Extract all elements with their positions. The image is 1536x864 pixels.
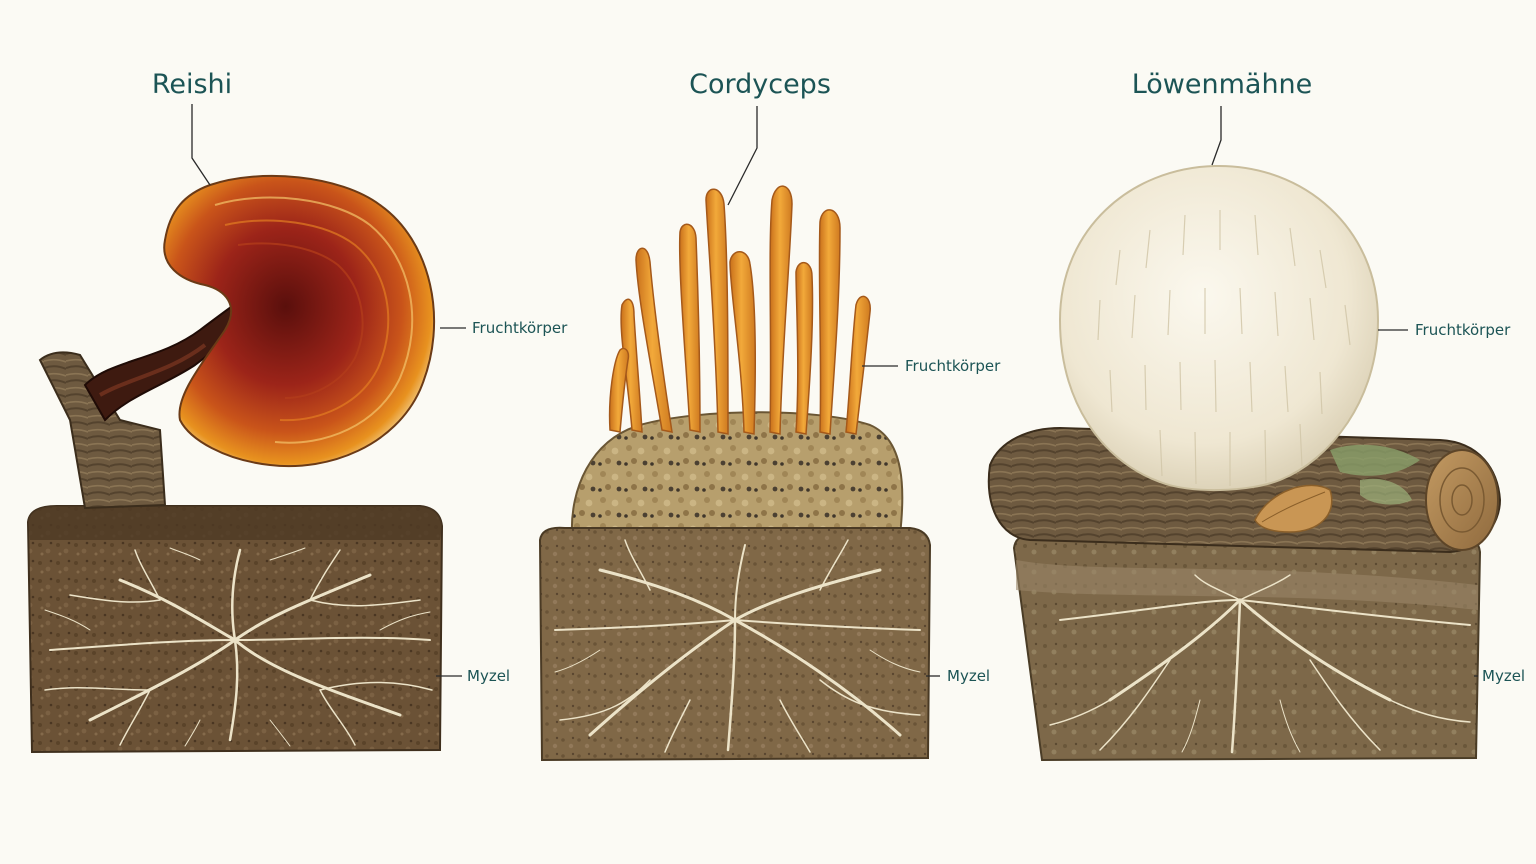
lions-mane-fruit-label: Fruchtkörper: [1415, 321, 1511, 339]
dry-leaf: [1254, 484, 1333, 533]
cordyceps-title: Cordyceps: [689, 69, 831, 100]
mycelium-network: [554, 539, 921, 753]
fallen-log: [987, 426, 1502, 554]
cordyceps-fruit-label: Fruchtkörper: [905, 357, 1001, 375]
grain-mound: [570, 411, 904, 536]
reishi-fruit-label: Fruchtkörper: [472, 319, 568, 337]
lions-mane-title-leader: [1211, 106, 1222, 166]
soil-block: [26, 504, 444, 754]
panel-reishi: Reishi Fruchtkörper Myzel: [26, 69, 568, 754]
panel-cordyceps: Cordyceps Fruchtkörper Myzel: [538, 69, 1001, 762]
lions-mane-fruiting-body: [1058, 164, 1380, 491]
reishi-title-leader: [191, 104, 211, 186]
cordyceps-mycel-label: Myzel: [947, 667, 990, 685]
panel-lions-mane: Löwenmähne Fruchtkörper Myzel: [987, 69, 1525, 762]
soil-block: [1012, 532, 1482, 762]
lions-mane-title: Löwenmähne: [1132, 69, 1313, 100]
reishi-cap: [163, 174, 436, 467]
reishi-title: Reishi: [152, 69, 232, 100]
reishi-mycel-label: Myzel: [467, 667, 510, 685]
wood-stump: [38, 351, 167, 510]
mycelium-network: [1049, 574, 1471, 754]
cordyceps-fruiting-bodies: [608, 185, 871, 435]
lions-mane-mycel-label: Myzel: [1482, 667, 1525, 685]
cordyceps-title-leader: [727, 106, 758, 206]
mycelium-network: [44, 547, 433, 747]
